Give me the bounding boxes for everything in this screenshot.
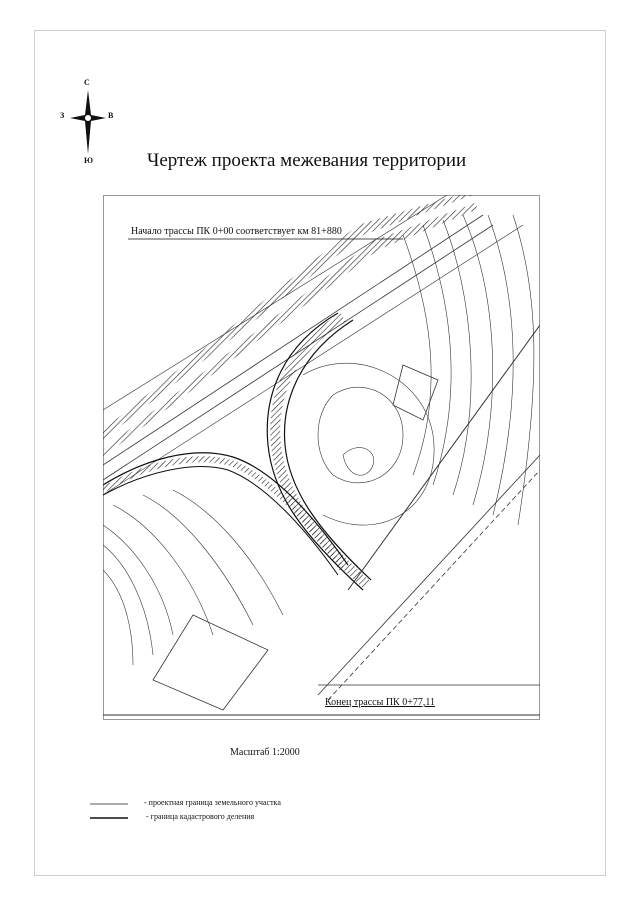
compass-south-label: Ю (84, 156, 94, 165)
compass-east-label: В (108, 111, 114, 120)
legend-label: - проектная граница земельного участка (144, 798, 281, 807)
cadastral-boundary-line-icon (90, 817, 128, 819)
parcel-boundary-line-icon (90, 803, 128, 805)
map-frame (103, 195, 540, 720)
route-end-label: Конец трассы ПК 0+77,11 (325, 697, 435, 708)
compass-west-label: З (60, 111, 65, 120)
scale-label: Масштаб 1:2000 (230, 747, 300, 758)
compass-arrow-icon (70, 90, 106, 154)
land-parcel (152, 614, 269, 711)
embankment-hatching-2 (103, 203, 478, 457)
road-straight (347, 324, 540, 591)
road-curve-left (103, 452, 349, 566)
compass-north-label: С (84, 78, 90, 87)
road-curve-upper (266, 312, 364, 591)
legend-label: - граница кадастрового деления (146, 812, 255, 821)
site-plan-map: Начало трассы ПК 0+00 соответствует км 8… (103, 195, 540, 720)
route-start-label: Начало трассы ПК 0+00 соответствует км 8… (131, 226, 342, 237)
compass-rose: С З В Ю (60, 78, 116, 168)
page-title: Чертеж проекта межевания территории (147, 150, 467, 171)
